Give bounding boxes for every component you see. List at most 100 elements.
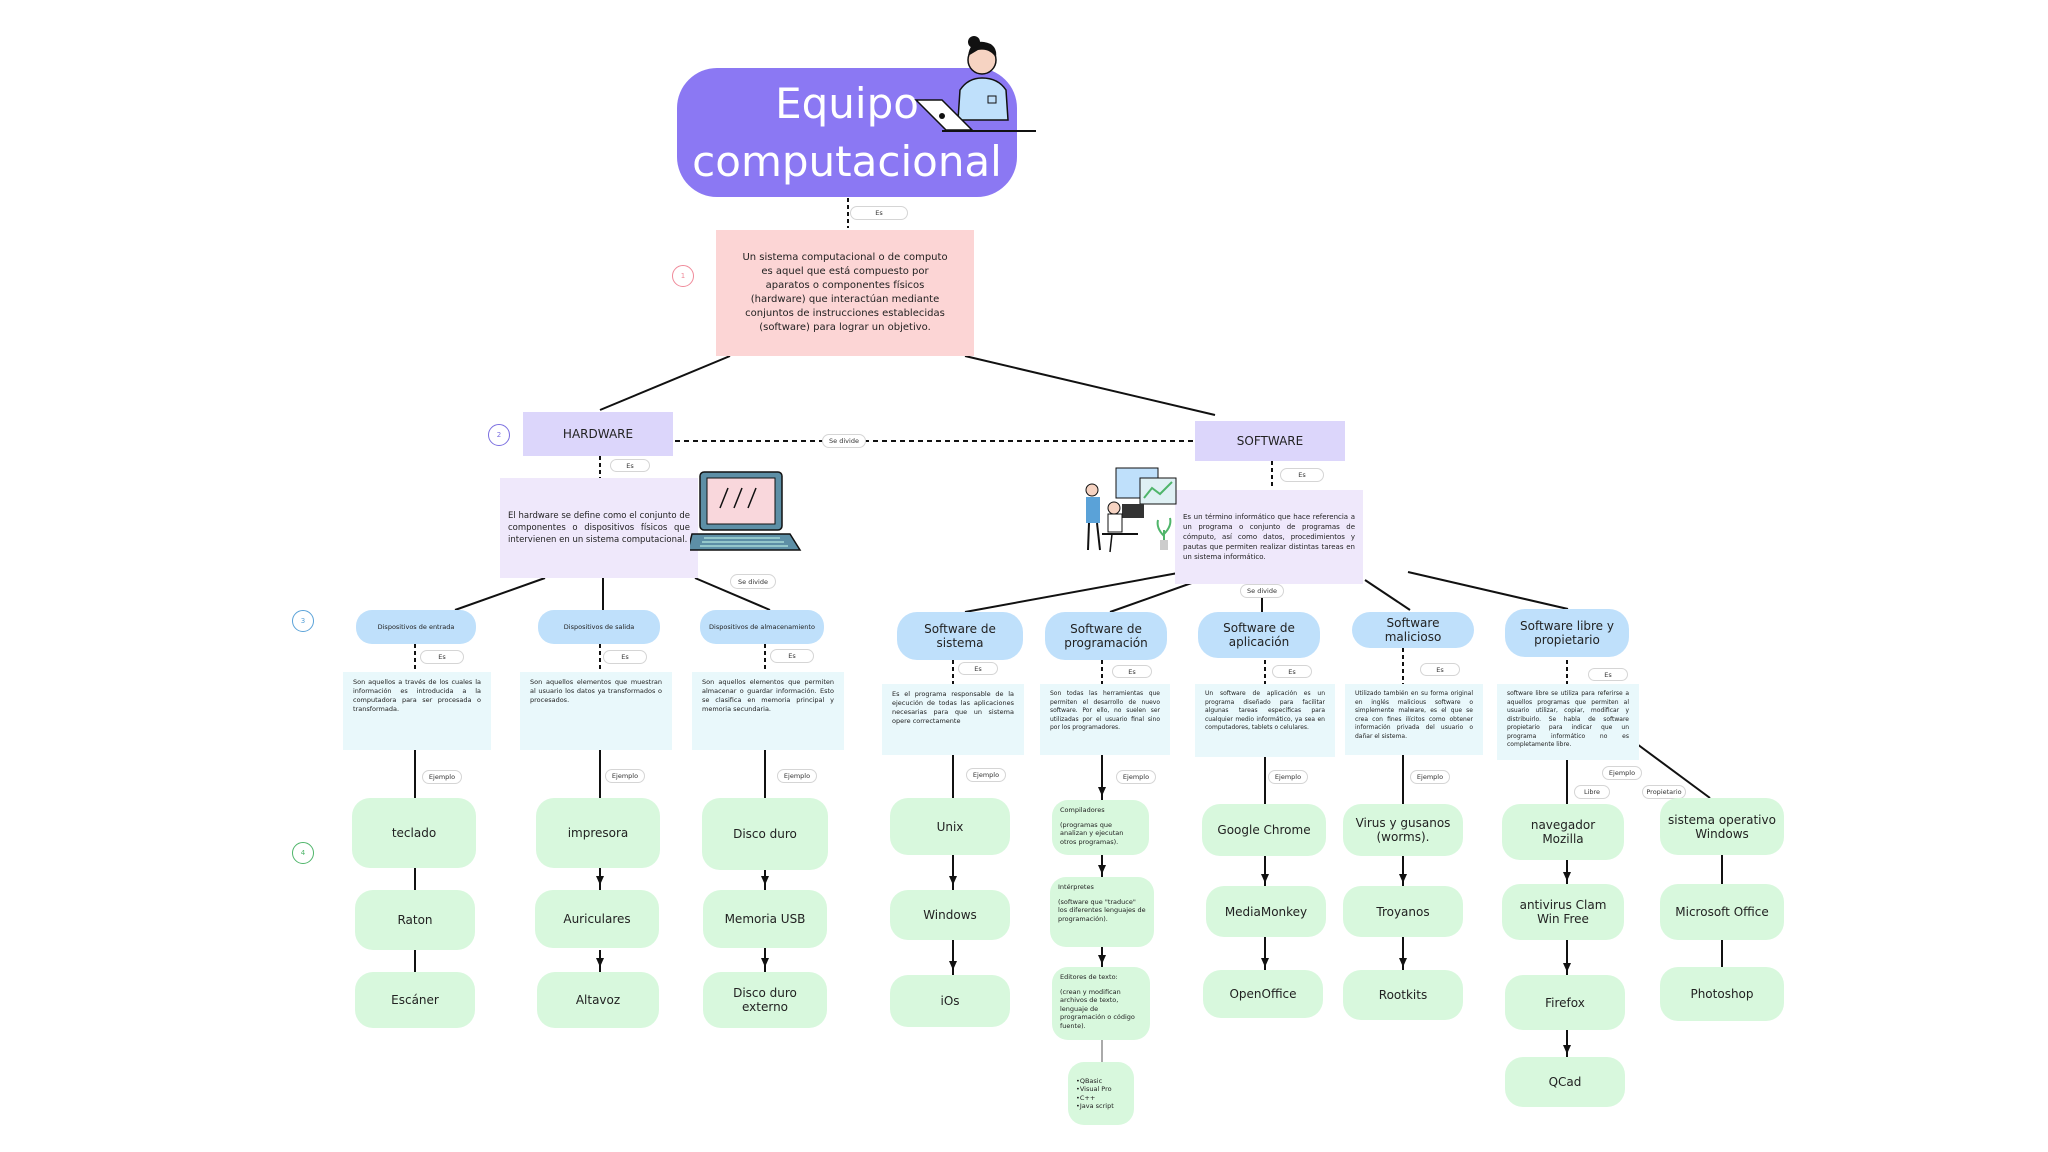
example-ios: iOs: [890, 975, 1010, 1027]
ejemplo-label-1: Ejemplo: [422, 770, 462, 784]
ejemplo-label-sw-1: Ejemplo: [966, 768, 1006, 782]
software-box: SOFTWARE: [1195, 421, 1345, 461]
example-memoria-usb: Memoria USB: [703, 890, 827, 948]
definition-box: Un sistema computacional o de computo es…: [716, 230, 974, 356]
example-auriculares: Auriculares: [535, 890, 659, 948]
se-divide-label-main: Se divide: [822, 434, 866, 448]
example-altavoz: Altavoz: [537, 972, 659, 1028]
es-label-cat-1: Es: [420, 650, 464, 664]
example-windows-os: sistema operativo Windows: [1660, 798, 1784, 855]
es-label-title: Es: [850, 206, 908, 220]
libre-label: Libre: [1574, 785, 1610, 799]
ejemplo-label-sw-2: Ejemplo: [1116, 770, 1156, 784]
example-text: (programas que analizan y ejecutan otros…: [1060, 820, 1124, 846]
hardware-box: HARDWARE: [523, 412, 673, 456]
desc-software-malicioso: Utilizado también en su forma original e…: [1345, 684, 1483, 755]
es-label-hardware: Es: [610, 459, 650, 472]
software-definition: Es un término informático que hace refer…: [1175, 490, 1363, 584]
example-troyanos: Troyanos: [1343, 886, 1463, 937]
es-label-sw-2: Es: [1112, 665, 1152, 678]
desc-software-aplicacion: Un software de aplicación es un programa…: [1195, 684, 1335, 757]
example-compiladores: Compiladores (programas que analizan y e…: [1052, 800, 1149, 855]
desc-text: Son todas las herramientas que permiten …: [1050, 690, 1160, 731]
example-qcad: QCad: [1505, 1057, 1625, 1107]
example-disco-duro: Disco duro: [702, 798, 828, 870]
desc-text: software libre se utiliza para referirse…: [1507, 690, 1629, 748]
office-team-illustration: [1085, 467, 1177, 553]
category-software-malicioso: Software malicioso: [1352, 612, 1474, 648]
example-virus-gusanos: Virus y gusanos (worms).: [1343, 804, 1463, 856]
software-definition-text: Es un término informático que hace refer…: [1183, 513, 1355, 561]
ejemplo-label-3: Ejemplo: [777, 769, 817, 783]
desc-software-programacion: Son todas las herramientas que permiten …: [1040, 684, 1170, 755]
level-marker-4: 4: [292, 842, 314, 864]
category-software-programacion: Software de programación: [1045, 612, 1167, 660]
example-text: •QBasic •Visual Pro •C++ •Java script: [1076, 1076, 1114, 1111]
ejemplo-label-sw-4: Ejemplo: [1410, 770, 1450, 784]
se-divide-label-software: Se divide: [1240, 584, 1284, 598]
example-microsoft-office: Microsoft Office: [1660, 884, 1784, 940]
es-label-sw-5: Es: [1588, 668, 1628, 681]
laptop-illustration: [690, 471, 802, 551]
es-label-software: Es: [1280, 468, 1324, 482]
example-text: (software que "traduce" los diferentes l…: [1058, 897, 1146, 923]
example-openoffice: OpenOffice: [1203, 970, 1323, 1018]
example-antivirus-clam: antivirus Clam Win Free: [1502, 884, 1624, 940]
example-text: (crean y modifican archivos de texto, le…: [1060, 987, 1135, 1030]
ejemplo-label-sw-3: Ejemplo: [1268, 770, 1308, 784]
category-software-libre-propietario: Software libre y propietario: [1505, 609, 1629, 657]
desc-text: Un software de aplicación es un programa…: [1205, 690, 1325, 731]
level-marker-1: 1: [672, 265, 694, 287]
desc-text: Son aquellos a través de los cuales la i…: [353, 678, 481, 713]
example-unix: Unix: [890, 798, 1010, 855]
definition-text: Un sistema computacional o de computo es…: [742, 252, 948, 333]
desc-software-sistema: Es el programa responsable de la ejecuci…: [882, 684, 1024, 755]
es-label-cat-3: Es: [770, 649, 814, 663]
desc-text: Es el programa responsable de la ejecuci…: [892, 690, 1014, 725]
ejemplo-label-sw-5: Ejemplo: [1602, 766, 1642, 780]
desc-text: Son aquellos elementos que permiten alma…: [702, 678, 834, 713]
example-title: Compiladores: [1060, 806, 1105, 814]
desc-software-libre-propietario: software libre se utiliza para referirse…: [1497, 684, 1639, 760]
category-dispositivos-almacenamiento: Dispositivos de almacenamiento: [700, 610, 824, 644]
desc-text: Utilizado también en su forma original e…: [1355, 690, 1473, 740]
category-dispositivos-entrada: Dispositivos de entrada: [356, 610, 476, 644]
example-rootkits: Rootkits: [1343, 970, 1463, 1020]
desc-text: Son aquellos elementos que muestran al u…: [530, 678, 662, 704]
example-editores-texto: Editores de texto: (crean y modifican ar…: [1052, 967, 1150, 1040]
example-interpretes: Intérpretes (software que "traduce" los …: [1050, 877, 1154, 947]
level-marker-2: 2: [488, 424, 510, 446]
desc-dispositivos-salida: Son aquellos elementos que muestran al u…: [520, 672, 672, 750]
category-dispositivos-salida: Dispositivos de salida: [538, 610, 660, 644]
category-software-aplicacion: Software de aplicación: [1198, 612, 1320, 658]
propietario-label: Propietario: [1642, 785, 1686, 799]
es-label-sw-4: Es: [1420, 663, 1460, 676]
example-impresora: impresora: [536, 798, 660, 868]
example-google-chrome: Google Chrome: [1202, 804, 1326, 856]
es-label-sw-3: Es: [1272, 665, 1312, 678]
category-software-sistema: Software de sistema: [897, 612, 1023, 660]
hardware-definition: El hardware se define como el conjunto d…: [500, 478, 698, 578]
hardware-definition-text: El hardware se define como el conjunto d…: [508, 511, 690, 545]
example-title: Editores de texto:: [1060, 973, 1118, 981]
example-lenguajes: •QBasic •Visual Pro •C++ •Java script: [1068, 1062, 1134, 1125]
example-disco-duro-externo: Disco duro externo: [703, 972, 827, 1028]
example-teclado: teclado: [352, 798, 476, 868]
example-navegador-mozilla: navegador Mozilla: [1502, 804, 1624, 860]
se-divide-label-hardware: Se divide: [730, 574, 776, 589]
example-mediamonkey: MediaMonkey: [1206, 886, 1326, 937]
example-firefox: Firefox: [1505, 975, 1625, 1030]
level-marker-3: 3: [292, 610, 314, 632]
example-title: Intérpretes: [1058, 883, 1094, 891]
es-label-cat-2: Es: [603, 650, 647, 664]
desc-dispositivos-almacenamiento: Son aquellos elementos que permiten alma…: [692, 672, 844, 750]
person-with-laptop-illustration: [914, 36, 1036, 132]
example-raton: Raton: [355, 890, 475, 950]
example-escaner: Escáner: [355, 972, 475, 1028]
example-photoshop: Photoshop: [1660, 967, 1784, 1021]
example-windows: Windows: [890, 890, 1010, 940]
desc-dispositivos-entrada: Son aquellos a través de los cuales la i…: [343, 672, 491, 750]
main-title: Equipo computacional: [692, 78, 1002, 186]
es-label-sw-1: Es: [958, 662, 998, 675]
